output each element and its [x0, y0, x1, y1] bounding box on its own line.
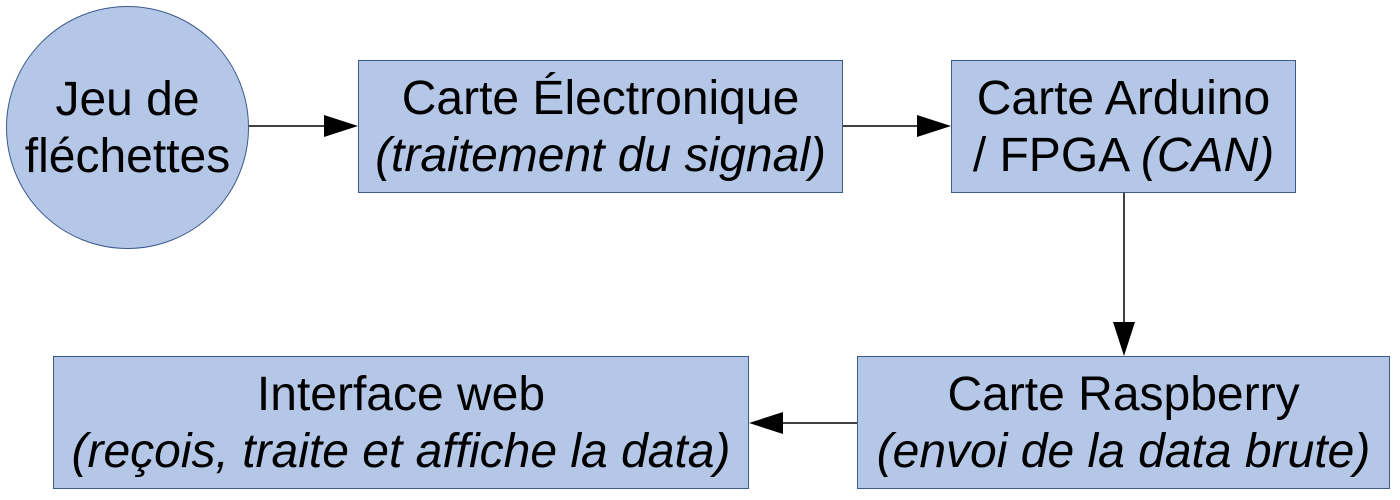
node-arduino-can: (CAN): [1140, 128, 1275, 182]
node-carte-electronique: Carte Électronique (traitement du signal…: [358, 60, 843, 193]
node-jeu-line1: Jeu de: [55, 72, 200, 126]
node-interface-web: Interface web (reçois, traite et affiche…: [53, 356, 749, 489]
node-carte-raspberry: Carte Raspberry (envoi de la data brute): [857, 356, 1390, 489]
node-electronique-subtitle: (traitement du signal): [375, 128, 826, 182]
node-raspberry-subtitle: (envoi de la data brute): [876, 424, 1371, 478]
node-arduino-fpga: / FPGA: [972, 128, 1141, 182]
node-electronique-title: Carte Électronique: [401, 71, 800, 125]
node-jeu-de-flechettes: Jeu de fléchettes: [6, 6, 249, 249]
node-arduino-title: Carte Arduino: [976, 71, 1271, 125]
node-jeu-line2: fléchettes: [24, 129, 231, 183]
node-carte-arduino: Carte Arduino / FPGA (CAN): [951, 60, 1296, 193]
arrow-jeu-to-electronique: [249, 115, 358, 137]
arrow-electronique-to-arduino: [843, 115, 951, 137]
arrow-raspberry-to-interface: [749, 412, 857, 434]
node-interface-title: Interface web: [256, 367, 546, 421]
node-raspberry-title: Carte Raspberry: [947, 367, 1300, 421]
arrow-arduino-to-raspberry: [1113, 193, 1135, 356]
node-interface-subtitle: (reçois, traite et affiche la data): [71, 424, 731, 478]
node-arduino-line2: / FPGA (CAN): [973, 127, 1274, 184]
